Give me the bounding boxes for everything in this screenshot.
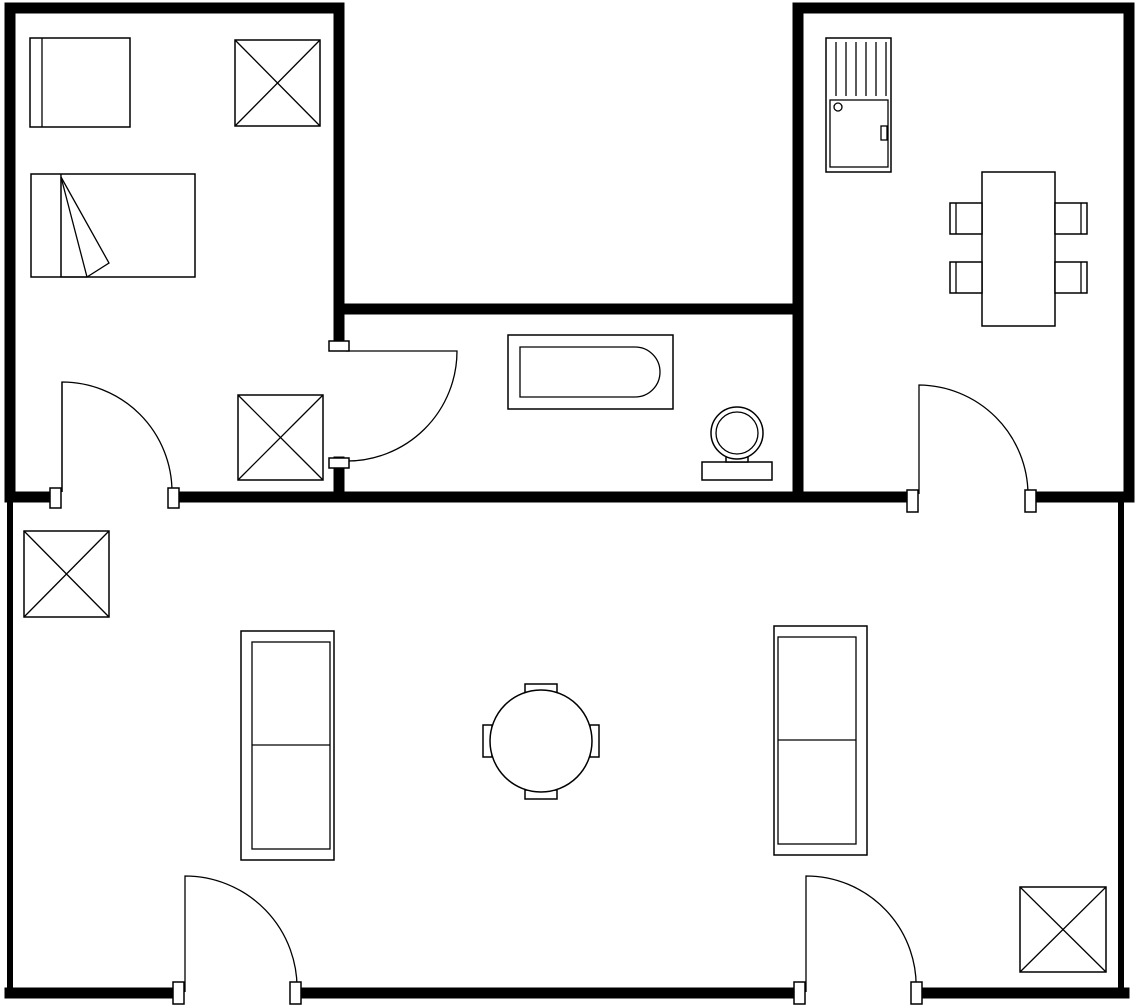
door[interactable]	[793, 875, 923, 1005]
door[interactable]	[328, 340, 458, 469]
round-table	[482, 683, 600, 800]
chair	[949, 202, 983, 235]
box-item	[237, 394, 324, 481]
bed	[30, 173, 196, 278]
door[interactable]	[172, 875, 302, 1005]
chair	[1054, 202, 1088, 235]
box-item	[234, 39, 321, 127]
chair	[1054, 261, 1088, 294]
chair	[949, 261, 983, 294]
bathroom	[328, 334, 773, 481]
walls	[4, 2, 1135, 999]
box-item	[23, 530, 110, 618]
nightstand	[29, 37, 131, 128]
bathtub	[507, 334, 674, 410]
toilet	[701, 406, 773, 481]
box-item	[1019, 886, 1107, 973]
sink	[825, 37, 892, 173]
bedroom	[29, 37, 324, 509]
dining-table	[981, 171, 1056, 327]
kitchen	[825, 37, 1088, 513]
sofa	[773, 625, 868, 856]
sofa	[240, 630, 335, 861]
living-room	[23, 530, 1107, 1005]
door[interactable]	[49, 381, 180, 509]
door[interactable]	[906, 384, 1037, 513]
